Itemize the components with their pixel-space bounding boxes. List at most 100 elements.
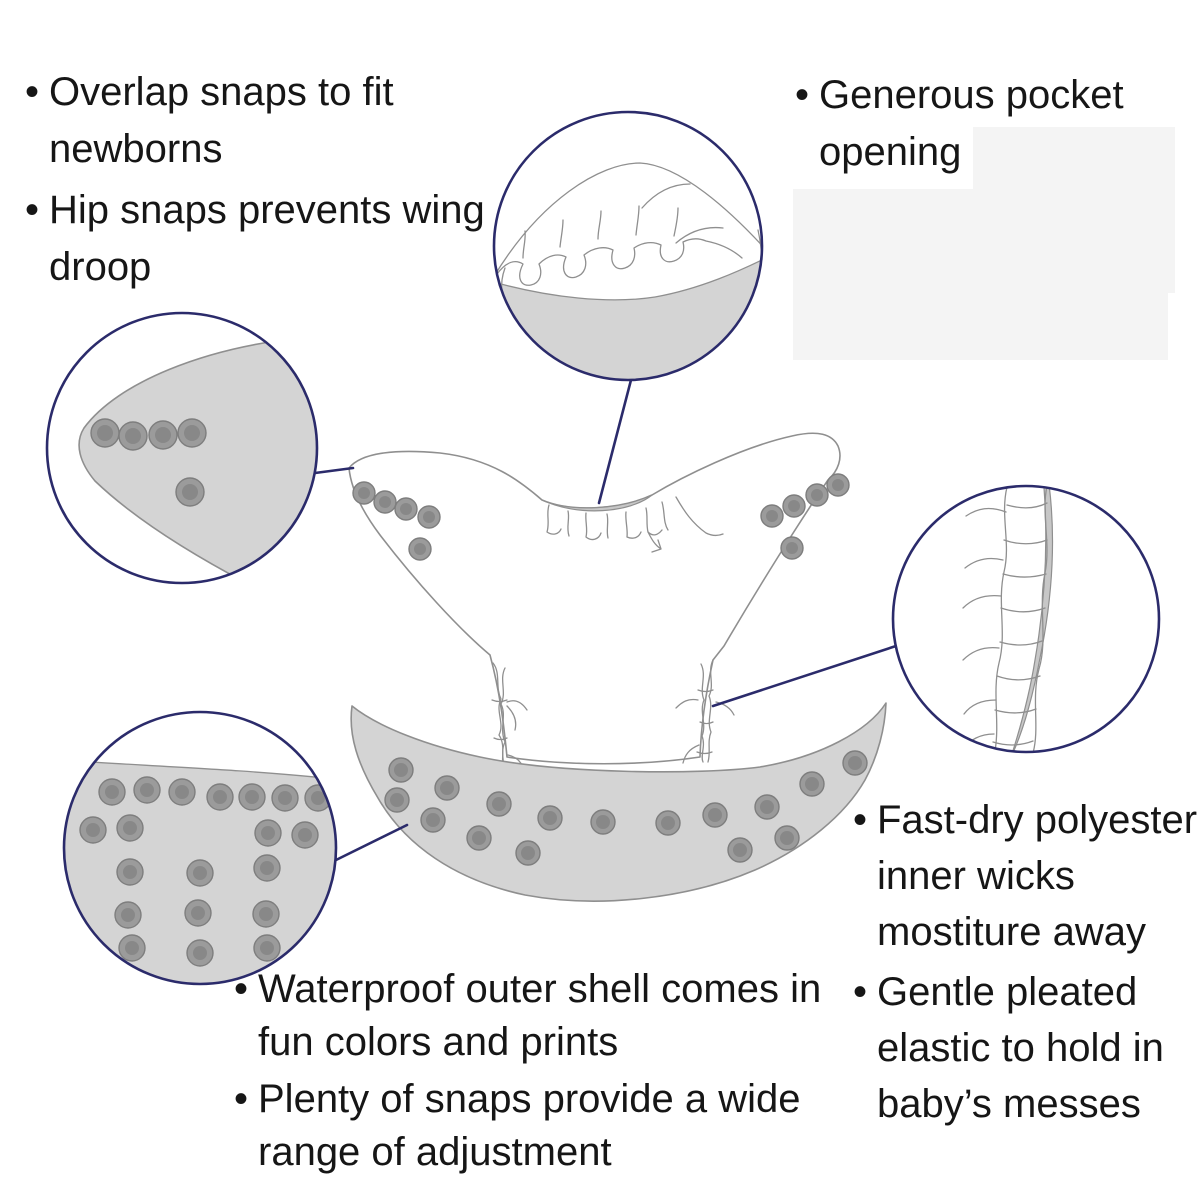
- snap-dot-core: [86, 823, 100, 837]
- snap-panel-detail: [62, 710, 338, 986]
- snap-dot-core: [661, 816, 675, 830]
- snap-dot-core: [182, 484, 198, 500]
- feature-text: Plenty of snaps provide a wide: [258, 1077, 801, 1121]
- feature-pleated-elastic: • Gentle pleated elastic to hold in baby…: [853, 964, 1197, 1132]
- snap-dot-core: [121, 908, 135, 922]
- band-snap-row-upper: [388, 750, 868, 836]
- snap-dot-core: [261, 826, 275, 840]
- snap-dot-core: [213, 790, 227, 804]
- pocket-opening-detail: [492, 110, 764, 382]
- snap-dot-core: [492, 797, 506, 811]
- snap-dot-core: [543, 811, 557, 825]
- snap-dot-core: [193, 866, 207, 880]
- snap-dot-core: [123, 865, 137, 879]
- snap-dot-core: [155, 427, 171, 443]
- snap-dot-core: [596, 815, 610, 829]
- feature-hip-snaps: • Hip snaps prevents wing droop: [25, 182, 485, 296]
- bullet-icon: •: [853, 798, 868, 842]
- magnifier-ring: [492, 110, 764, 382]
- snap-dot-core: [400, 503, 412, 515]
- snap-dot-core: [426, 813, 440, 827]
- bullet-icon: •: [25, 188, 40, 232]
- bullet-icon: •: [234, 967, 249, 1011]
- left-wing-snaps: [352, 481, 441, 561]
- snap-dot-core: [848, 756, 862, 770]
- diaper-illustration: [348, 432, 841, 852]
- feature-pocket-opening: • Generous pocket opening: [795, 67, 1124, 181]
- callout-leader-lines: [313, 378, 898, 862]
- background-patches: [793, 127, 1175, 360]
- feature-text: opening: [819, 130, 962, 174]
- snap-dot-core: [125, 941, 139, 955]
- snap-dot-core: [832, 479, 844, 491]
- hip-snaps-detail: [45, 311, 319, 585]
- note-top-right: • Generous pocket opening: [795, 67, 1124, 181]
- feature-text: range of adjustment: [258, 1130, 612, 1174]
- snap-dot-core: [298, 828, 312, 842]
- magnifier-ring: [891, 484, 1161, 754]
- band-snap-row-lower: [384, 787, 800, 866]
- snap-dot-core: [766, 510, 778, 522]
- feature-text: mostiture away: [877, 910, 1146, 954]
- pleated-elastic-detail: [891, 484, 1161, 754]
- detail-panel-snaps: [79, 776, 332, 967]
- snap-dot-core: [472, 831, 486, 845]
- right-wing-snaps: [760, 473, 850, 560]
- feature-text: Overlap snaps to fit: [49, 70, 394, 114]
- feature-text: Fast-dry polyester: [877, 798, 1198, 842]
- feature-text: Generous pocket: [819, 73, 1124, 117]
- feature-fast-dry-inner: • Fast-dry polyester inner wicks mostitu…: [853, 792, 1197, 960]
- snap-dot-core: [379, 496, 391, 508]
- feature-overlap-snaps: • Overlap snaps to fit newborns: [25, 64, 485, 178]
- feature-text: inner wicks: [877, 854, 1075, 898]
- snap-dot-core: [97, 425, 113, 441]
- snap-dot-core: [105, 785, 119, 799]
- feature-plenty-snaps: • Plenty of snaps provide a wide range o…: [234, 1073, 821, 1179]
- leader-wing: [313, 466, 355, 475]
- snap-dot-core: [175, 785, 189, 799]
- bullet-icon: •: [25, 70, 40, 114]
- pocket-opening: [541, 494, 724, 553]
- bullet-icon: •: [234, 1077, 249, 1121]
- snap-dot-core: [311, 791, 325, 805]
- snap-dot-core: [423, 511, 435, 523]
- right-leg-elastic: [675, 659, 735, 764]
- snap-dot-core: [260, 861, 274, 875]
- snap-dot-core: [805, 777, 819, 791]
- snap-dot-core: [125, 428, 141, 444]
- snap-dot-core: [521, 846, 535, 860]
- snap-dot-core: [123, 821, 137, 835]
- snap-dot-core: [708, 808, 722, 822]
- feature-text: Gentle pleated: [877, 970, 1138, 1014]
- snap-dot-core: [780, 831, 794, 845]
- feature-text: fun colors and prints: [258, 1020, 619, 1064]
- snap-dot-core: [733, 843, 747, 857]
- snap-dot-core: [414, 543, 426, 555]
- magnifier-ring: [62, 710, 338, 986]
- snap-dot-core: [193, 946, 207, 960]
- leader-elastic: [711, 644, 898, 708]
- detail-wing-snaps: [90, 418, 207, 507]
- snap-dot-core: [390, 793, 404, 807]
- snap-dot-core: [788, 500, 800, 512]
- snap-dot-core: [259, 907, 273, 921]
- feature-text: Hip snaps prevents wing: [49, 188, 485, 232]
- diaper-shell-outline: [348, 432, 841, 765]
- snap-dot-core: [184, 425, 200, 441]
- snap-dot-core: [811, 489, 823, 501]
- snap-dot-core: [191, 906, 205, 920]
- watermark-patch: [793, 189, 1168, 360]
- snap-dot-core: [245, 790, 259, 804]
- leader-panel: [334, 823, 409, 862]
- feature-text: baby’s messes: [877, 1082, 1141, 1126]
- feature-waterproof-shell: • Waterproof outer shell comes in fun co…: [234, 963, 821, 1069]
- snap-dot-core: [260, 941, 274, 955]
- note-top-left: • Overlap snaps to fit newborns • Hip sn…: [25, 64, 485, 296]
- feature-text: newborns: [49, 127, 223, 171]
- note-bottom-center: • Waterproof outer shell comes in fun co…: [234, 963, 821, 1179]
- snap-dot-core: [140, 783, 154, 797]
- snap-dot-core: [358, 487, 370, 499]
- note-bottom-right: • Fast-dry polyester inner wicks mostitu…: [853, 792, 1197, 1132]
- leader-pocket: [597, 378, 633, 505]
